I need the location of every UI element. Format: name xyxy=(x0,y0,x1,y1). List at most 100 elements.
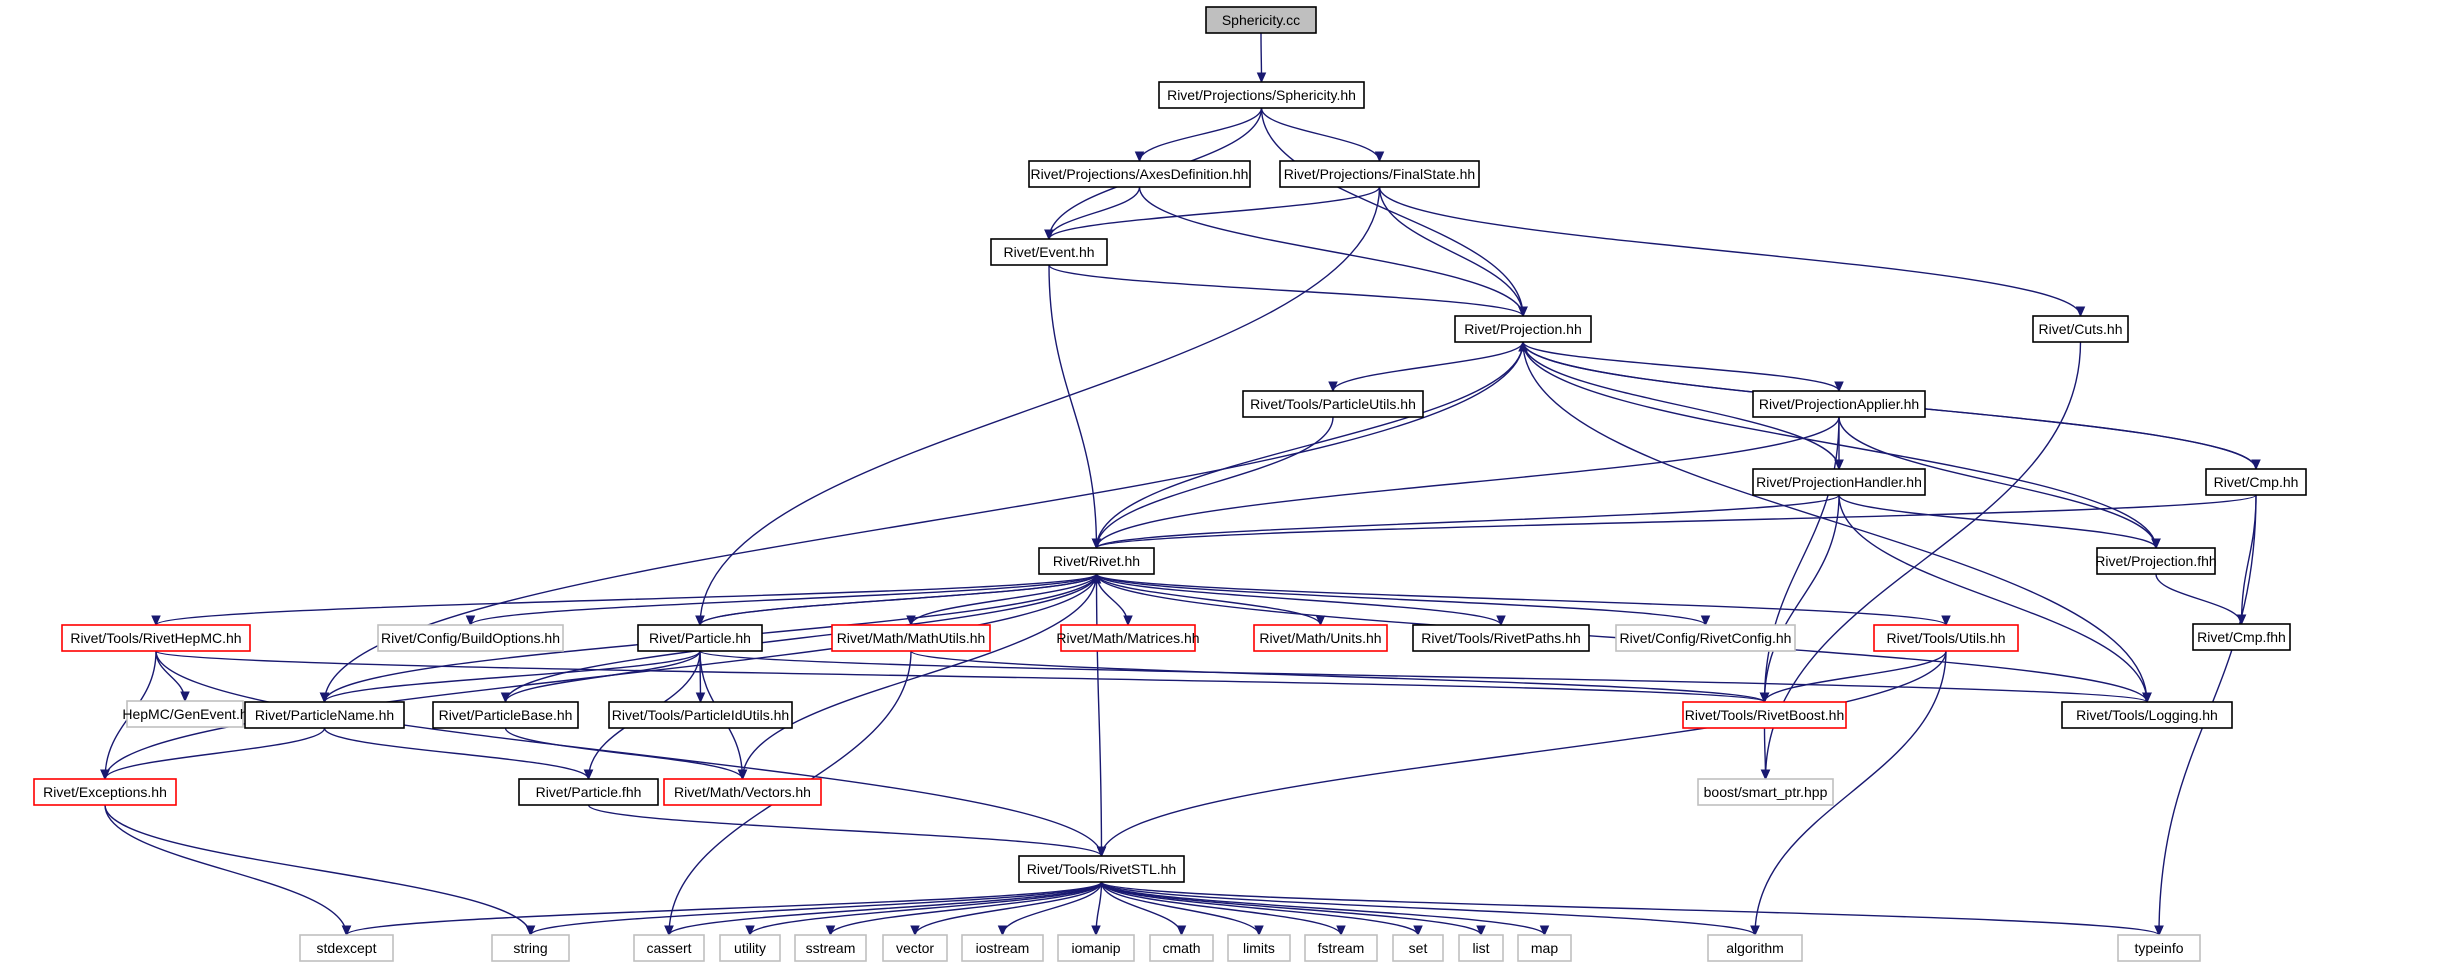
edge-rivet-event-hh-to-rivet-rivet-hh xyxy=(1048,264,1102,550)
node-label: Rivet/Config/RivetConfig.hh xyxy=(1620,630,1792,646)
node-rivet-config-buildoptions-hh[interactable]: Rivet/Config/BuildOptions.hh xyxy=(377,624,564,652)
node-vector[interactable]: vector xyxy=(882,934,948,962)
node-boost-smart-ptr-hpp[interactable]: boost/smart_ptr.hpp xyxy=(1697,778,1834,806)
arrowhead-icon xyxy=(465,615,476,627)
node-rivet-math-matrices-hh[interactable]: Rivet/Math/Matrices.hh xyxy=(1056,624,1200,652)
node-rivet-projectionhandler-hh[interactable]: Rivet/ProjectionHandler.hh xyxy=(1752,468,1926,496)
node-rivet-projections-axesdefinition-hh[interactable]: Rivet/Projections/AxesDefinition.hh xyxy=(1028,160,1251,188)
node-label: Rivet/Projection.fhh xyxy=(2095,553,2216,569)
node-label: Rivet/Tools/ParticleUtils.hh xyxy=(1250,396,1416,412)
node-rivet-event-hh[interactable]: Rivet/Event.hh xyxy=(990,238,1108,266)
node-rivet-cuts-hh[interactable]: Rivet/Cuts.hh xyxy=(2032,315,2129,343)
node-label: Rivet/Math/Vectors.hh xyxy=(674,784,811,800)
node-hepmc-genevent-h[interactable]: HepMC/GenEvent.h xyxy=(122,700,248,728)
node-typeinfo[interactable]: typeinfo xyxy=(2117,934,2201,962)
node-label: boost/smart_ptr.hpp xyxy=(1704,784,1828,800)
node-limits[interactable]: limits xyxy=(1227,934,1291,962)
node-list[interactable]: list xyxy=(1458,934,1504,962)
node-rivet-tools-utils-hh[interactable]: Rivet/Tools/Utils.hh xyxy=(1873,624,2019,652)
node-rivet-particle-hh[interactable]: Rivet/Particle.hh xyxy=(637,624,763,652)
node-stdexcept[interactable]: stdexcept xyxy=(299,934,394,962)
edge-rivet-projectionhandler-hh-to-rivet-rivet-hh xyxy=(1091,494,1840,550)
node-rivet-projection-fhh[interactable]: Rivet/Projection.fhh xyxy=(2095,547,2217,575)
node-label: Rivet/Cuts.hh xyxy=(2038,321,2122,337)
edge-rivet-event-hh-to-rivet-projection-hh xyxy=(1048,264,1528,318)
node-rivet-math-vectors-hh[interactable]: Rivet/Math/Vectors.hh xyxy=(663,778,822,806)
node-label: Rivet/Projections/FinalState.hh xyxy=(1284,166,1475,182)
edge-rivet-projectionapplier-hh-to-rivet-rivet-hh xyxy=(1091,416,1840,550)
node-rivet-tools-logging-hh[interactable]: Rivet/Tools/Logging.hh xyxy=(2061,701,2233,729)
edge-sphericity-cc-to-rivet-projections-sphericity-hh xyxy=(1256,32,1267,84)
node-rivet-projectionapplier-hh[interactable]: Rivet/ProjectionApplier.hh xyxy=(1752,390,1926,418)
arrowhead-icon xyxy=(1760,769,1771,781)
node-rivet-projections-sphericity-hh[interactable]: Rivet/Projections/Sphericity.hh xyxy=(1158,81,1365,109)
arrowhead-icon xyxy=(1123,615,1133,627)
node-label: Rivet/Cmp.hh xyxy=(2214,474,2299,490)
node-sstream[interactable]: sstream xyxy=(794,934,867,962)
node-label: Rivet/ProjectionHandler.hh xyxy=(1756,474,1922,490)
edge-rivet-tools-rivetstl-hh-to-algorithm xyxy=(1100,881,1760,937)
node-rivet-math-units-hh[interactable]: Rivet/Math/Units.hh xyxy=(1253,624,1388,652)
node-rivet-tools-particleidutils-hh[interactable]: Rivet/Tools/ParticleIdUtils.hh xyxy=(608,701,793,729)
node-iostream[interactable]: iostream xyxy=(961,934,1044,962)
node-label: Rivet/Projections/Sphericity.hh xyxy=(1167,87,1356,103)
arrowhead-icon xyxy=(1539,925,1550,937)
node-algorithm[interactable]: algorithm xyxy=(1707,934,1803,962)
edge-rivet-projections-sphericity-hh-to-rivet-projections-axesdefinition-hh xyxy=(1134,107,1263,163)
arrowhead-icon xyxy=(2151,538,2161,550)
edge-rivet-particle-hh-to-rivet-tools-logging-hh xyxy=(699,650,2152,704)
node-rivet-rivet-hh[interactable]: Rivet/Rivet.hh xyxy=(1038,547,1155,575)
edge-rivet-projection-hh-to-rivet-rivet-hh xyxy=(1091,341,1524,550)
arrowhead-icon xyxy=(1518,306,1528,318)
edge-rivet-tools-rivetstl-hh-to-limits xyxy=(1100,881,1264,937)
node-string[interactable]: string xyxy=(491,934,570,962)
node-rivet-tools-rivetboost-hh[interactable]: Rivet/Tools/RivetBoost.hh xyxy=(1682,701,1847,729)
node-rivet-particle-fhh[interactable]: Rivet/Particle.fhh xyxy=(518,778,659,806)
node-label: Rivet/Tools/RivetBoost.hh xyxy=(1685,707,1845,723)
node-iomanip[interactable]: iomanip xyxy=(1057,934,1135,962)
edge-rivet-projections-axesdefinition-hh-to-rivet-projection-hh xyxy=(1138,186,1528,318)
node-rivet-particlebase-hh[interactable]: Rivet/ParticleBase.hh xyxy=(432,701,579,729)
node-rivet-exceptions-hh[interactable]: Rivet/Exceptions.hh xyxy=(33,778,177,806)
node-label: Sphericity.cc xyxy=(1222,12,1300,28)
arrowhead-icon xyxy=(1750,925,1760,937)
node-label: utility xyxy=(734,940,766,956)
node-rivet-config-rivetconfig-hh[interactable]: Rivet/Config/RivetConfig.hh xyxy=(1615,624,1796,652)
arrowhead-icon xyxy=(151,615,161,627)
arrowhead-icon xyxy=(100,769,110,781)
node-rivet-projection-hh[interactable]: Rivet/Projection.hh xyxy=(1454,315,1592,343)
arrowhead-icon xyxy=(1091,925,1101,937)
node-rivet-particlename-hh[interactable]: Rivet/ParticleName.hh xyxy=(244,701,405,729)
node-rivet-math-mathutils-hh[interactable]: Rivet/Math/MathUtils.hh xyxy=(831,624,991,652)
edge-rivet-tools-rivetstl-hh-to-map xyxy=(1100,881,1550,937)
arrowhead-icon xyxy=(695,692,706,704)
node-fstream[interactable]: fstream xyxy=(1304,934,1378,962)
node-rivet-tools-particleutils-hh[interactable]: Rivet/Tools/ParticleUtils.hh xyxy=(1242,390,1424,418)
arrowhead-icon xyxy=(1496,615,1506,627)
node-rivet-tools-rivetpaths-hh[interactable]: Rivet/Tools/RivetPaths.hh xyxy=(1412,624,1590,652)
arrowhead-icon xyxy=(1096,846,1107,858)
arrowhead-icon xyxy=(1476,925,1486,937)
edge-rivet-tools-rivethepmc-hh-to-hepmc-genevent-h xyxy=(155,650,190,703)
node-label: map xyxy=(1531,940,1558,956)
node-label: cassert xyxy=(646,940,691,956)
edge-rivet-particlebase-hh-to-rivet-math-vectors-hh xyxy=(504,727,748,781)
node-rivet-tools-rivethepmc-hh[interactable]: Rivet/Tools/RivetHepMC.hh xyxy=(61,624,251,652)
edge-rivet-projections-axesdefinition-hh-to-rivet-event-hh xyxy=(1044,186,1141,241)
node-cassert[interactable]: cassert xyxy=(633,934,705,962)
node-rivet-projections-finalstate-hh[interactable]: Rivet/Projections/FinalState.hh xyxy=(1279,160,1480,188)
edge-rivet-cmp-hh-to-rivet-rivet-hh xyxy=(1091,494,2257,550)
node-label: Rivet/Exceptions.hh xyxy=(43,784,167,800)
node-map[interactable]: map xyxy=(1517,934,1572,962)
node-label: Rivet/Math/Matrices.hh xyxy=(1056,630,1199,646)
node-cmath[interactable]: cmath xyxy=(1149,934,1214,962)
node-set[interactable]: set xyxy=(1392,934,1444,962)
node-label: iomanip xyxy=(1071,940,1120,956)
edge-rivet-projectionhandler-hh-to-rivet-projection-fhh xyxy=(1838,494,2161,550)
node-rivet-cmp-fhh[interactable]: Rivet/Cmp.fhh xyxy=(2192,623,2291,651)
node-utility[interactable]: utility xyxy=(719,934,781,962)
node-rivet-cmp-hh[interactable]: Rivet/Cmp.hh xyxy=(2205,468,2307,496)
node-label: Rivet/Particle.hh xyxy=(649,630,751,646)
arrowhead-icon xyxy=(1413,925,1423,937)
node-rivet-tools-rivetstl-hh[interactable]: Rivet/Tools/RivetSTL.hh xyxy=(1018,855,1185,883)
